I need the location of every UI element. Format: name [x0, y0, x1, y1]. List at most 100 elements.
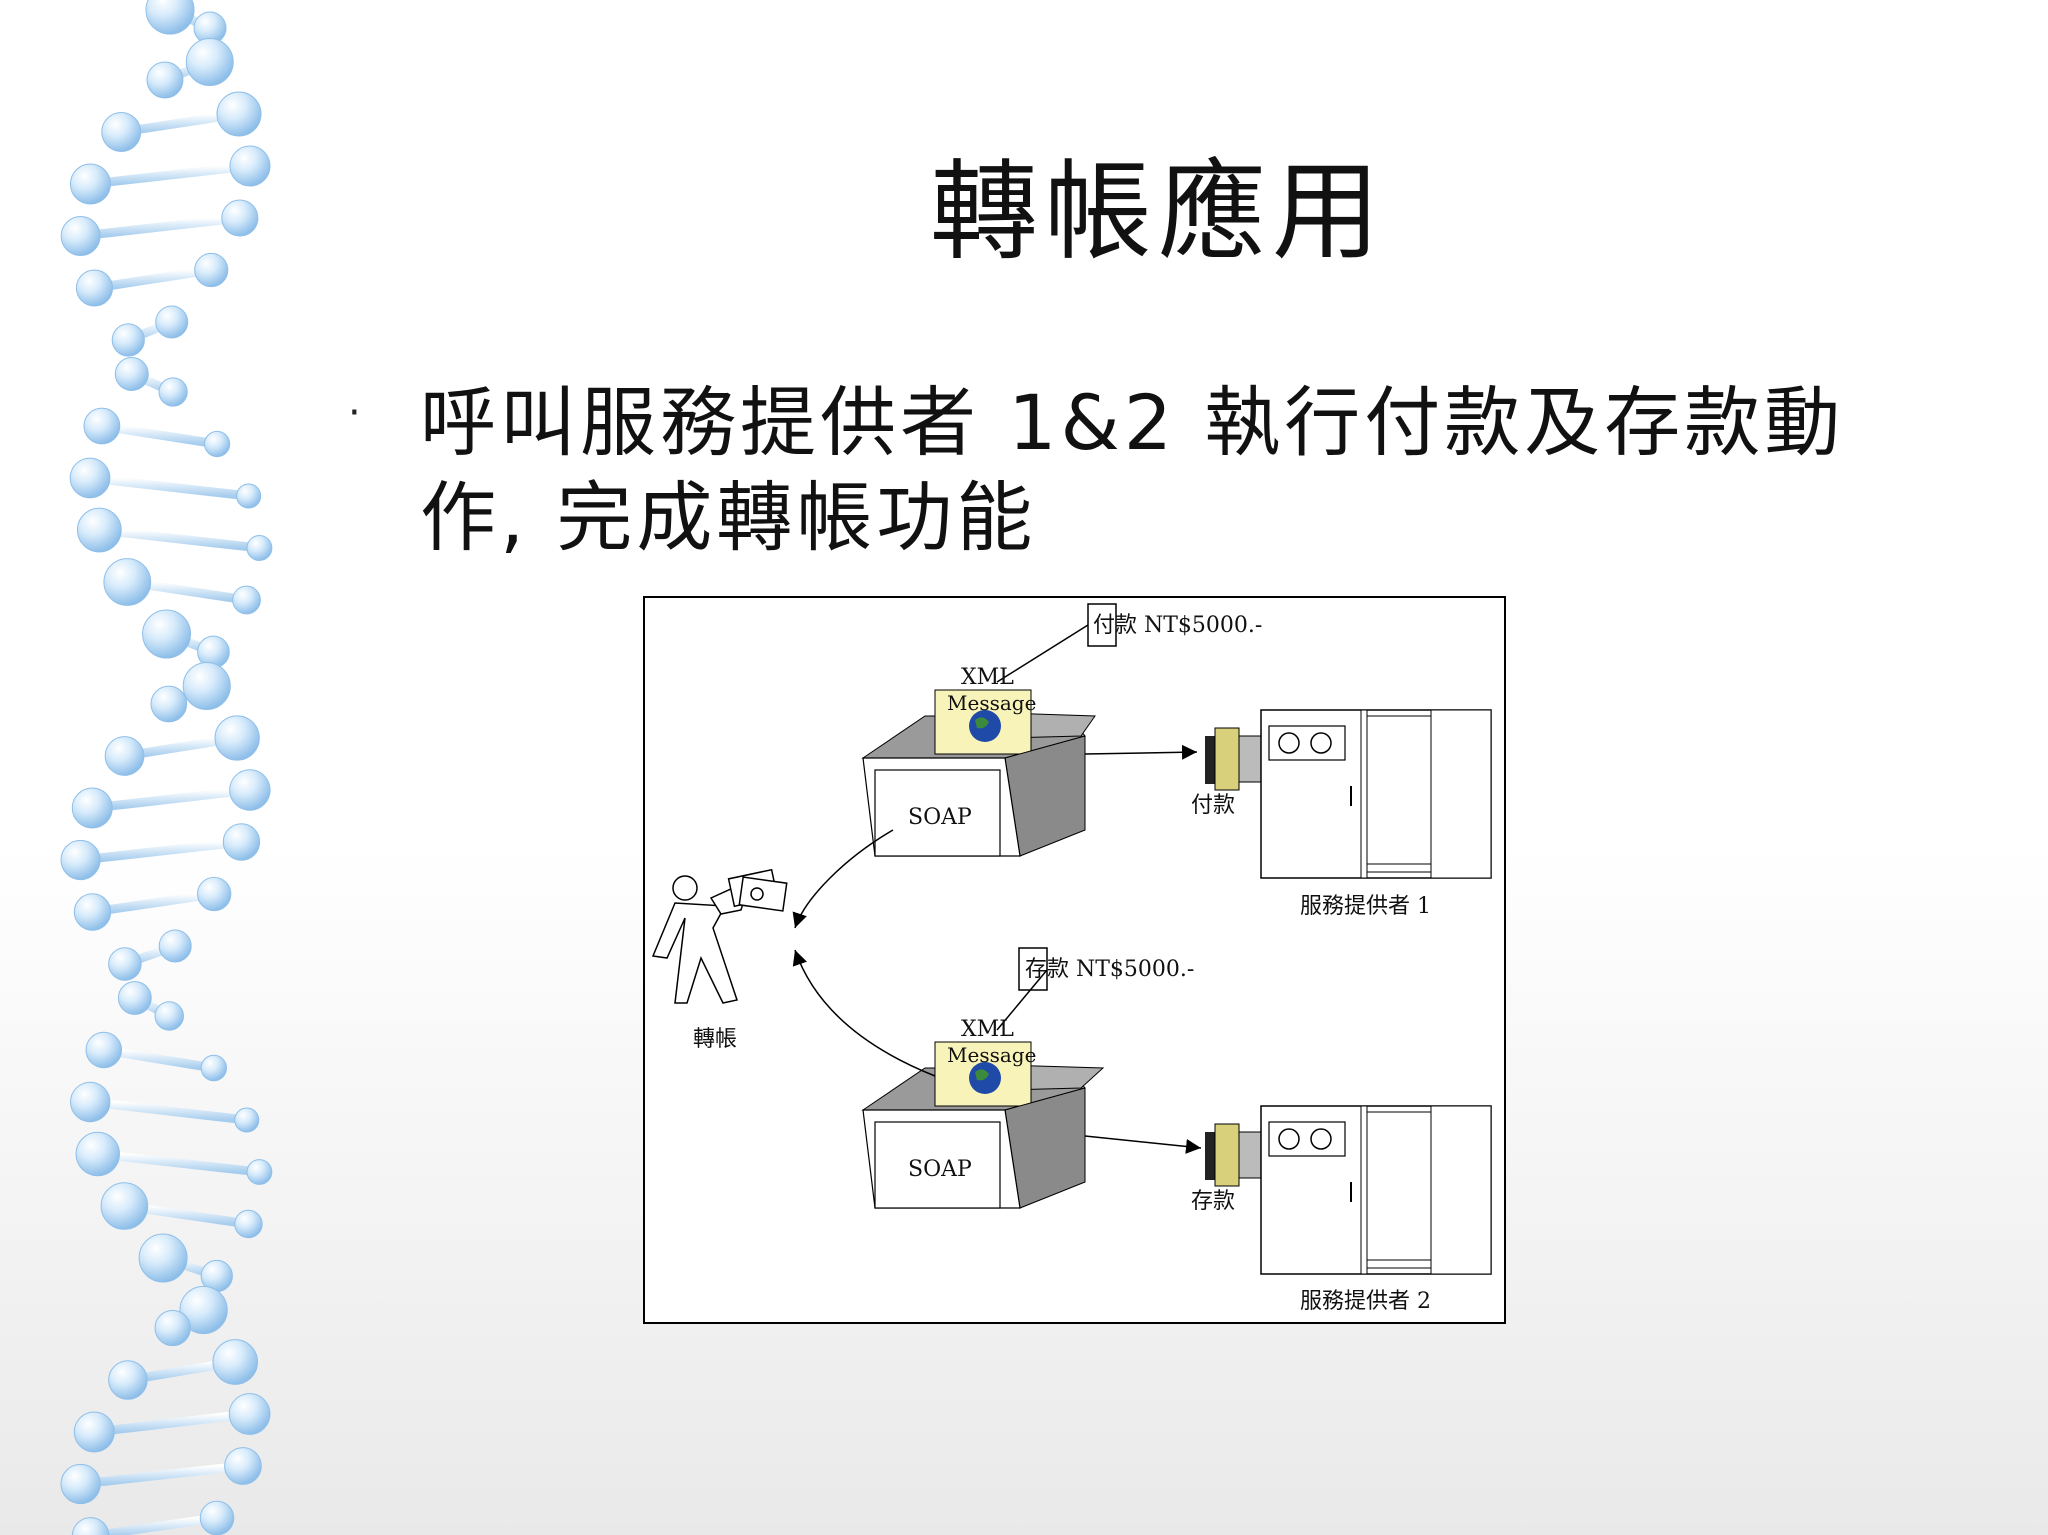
dna-ball — [60, 839, 101, 881]
dna-ball — [145, 0, 195, 35]
provider-1-server-icon — [1205, 709, 1492, 879]
dna-rung — [87, 889, 219, 917]
deposit-note: 存款 NT$5000.- — [996, 947, 1194, 1031]
payment-note: 付款 NT$5000.- — [996, 603, 1262, 683]
dna-ball — [69, 457, 111, 499]
xml-label-bottom: XML — [961, 1017, 1014, 1042]
dna-ball — [108, 1360, 148, 1400]
bullet-line-2: 作, 完成轉帳功能 — [420, 473, 1037, 562]
dna-ball — [158, 929, 192, 963]
payment-note-text: 付款 NT$5000.- — [1093, 613, 1262, 638]
dna-ball — [222, 823, 261, 861]
dna-ball — [228, 1393, 271, 1435]
bullet-text: 呼叫服務提供者 1&2 執行付款及存款動 作, 完成轉帳功能 — [420, 375, 1920, 565]
dna-ball — [212, 1339, 259, 1385]
dna-ball — [83, 407, 121, 445]
xml-label-top: XML — [961, 665, 1014, 690]
dna-ball — [154, 1309, 191, 1347]
dna-ball — [194, 252, 229, 288]
dna-ball — [229, 769, 271, 811]
arrow-from-top-box — [792, 829, 894, 929]
dna-rung — [85, 161, 255, 189]
dna-ball — [71, 787, 113, 829]
dna-ball — [75, 269, 114, 307]
dna-ball — [76, 507, 122, 553]
dna-ball — [224, 1447, 262, 1485]
dna-ball — [111, 323, 145, 357]
dna-ball — [73, 893, 112, 931]
dna-ball — [200, 1054, 227, 1082]
deposit-action-label: 存款 — [1191, 1189, 1235, 1214]
dna-rung — [76, 1461, 248, 1489]
provider-1-label: 服務提供者 1 — [1300, 894, 1431, 919]
xml-message-top: Message XML — [934, 665, 1036, 755]
dna-ball — [146, 61, 184, 99]
dna-ball — [103, 558, 152, 606]
bullet-line-1: 呼叫服務提供者 1&2 執行付款及存款動 — [420, 378, 1845, 467]
dna-rung — [89, 1409, 255, 1437]
slide-title: 轉帳應用 — [930, 150, 1387, 275]
dna-ball — [108, 947, 142, 981]
dna-rung — [97, 421, 222, 449]
message-label-top: Message — [947, 691, 1036, 715]
soap-transfer-diagram: 付款 NT$5000.- Message XML SOAP — [643, 596, 1506, 1324]
dna-ball — [229, 145, 271, 187]
xml-message-bottom: Message XML — [934, 1017, 1036, 1107]
dna-ball — [234, 1107, 260, 1133]
dna-ball — [104, 736, 145, 776]
dna-ball — [221, 199, 259, 237]
dna-ball — [179, 1285, 228, 1335]
dna-rung — [85, 473, 254, 501]
dna-ball — [73, 1411, 115, 1453]
dna-rung — [76, 837, 246, 865]
dna-ball — [214, 715, 260, 761]
dna-rung — [87, 785, 255, 813]
dna-ball — [70, 1081, 111, 1123]
dna-ball — [138, 1233, 188, 1283]
soap-label-top: SOAP — [908, 805, 972, 830]
arrow-to-provider-2 — [1084, 1135, 1202, 1154]
dna-ball — [117, 981, 152, 1015]
soap-box-bottom: Message XML SOAP — [861, 1017, 1105, 1209]
arrow-from-bottom-box — [792, 949, 936, 1077]
dna-rung — [85, 1097, 252, 1125]
dna-ball — [234, 1209, 263, 1239]
dna-ball — [71, 1517, 110, 1535]
dna-ball — [182, 661, 231, 711]
dna-ball — [150, 685, 188, 723]
dna-rung — [86, 1513, 222, 1535]
dna-ball — [232, 585, 261, 615]
dna-ball — [60, 216, 101, 256]
dna-ball — [155, 305, 189, 339]
dna-ball — [100, 1182, 149, 1230]
soap-label-bottom: SOAP — [908, 1157, 972, 1182]
dna-helix-decoration — [60, 0, 273, 1535]
dna-ball — [101, 112, 142, 152]
dna-ball — [196, 876, 232, 912]
dna-rung — [93, 1149, 264, 1177]
dna-ball — [60, 1463, 101, 1505]
person-icon — [651, 868, 788, 1004]
dna-ball — [158, 377, 188, 407]
dna-rung — [76, 213, 245, 241]
dna-ball — [204, 430, 231, 458]
provider-2-server-icon — [1205, 1105, 1492, 1275]
payment-action-label: 付款 — [1191, 793, 1235, 818]
dna-ball — [246, 535, 273, 561]
dna-ball — [142, 609, 192, 659]
dna-rung — [99, 1045, 219, 1073]
dna-rung — [89, 265, 216, 293]
dna-ball — [85, 1031, 123, 1069]
dna-ball — [185, 38, 234, 86]
bullet-marker: · — [348, 390, 361, 436]
dna-ball — [199, 1500, 235, 1535]
dna-ball — [69, 163, 111, 205]
dna-ball — [216, 91, 262, 137]
dna-ball — [114, 357, 149, 391]
deposit-note-text: 存款 NT$5000.- — [1025, 957, 1194, 982]
dna-ball — [236, 483, 262, 509]
dna-rung — [94, 525, 264, 553]
dna-ball — [75, 1131, 120, 1177]
soap-box-top: Message XML SOAP — [861, 665, 1096, 857]
dna-ball — [154, 1001, 184, 1031]
